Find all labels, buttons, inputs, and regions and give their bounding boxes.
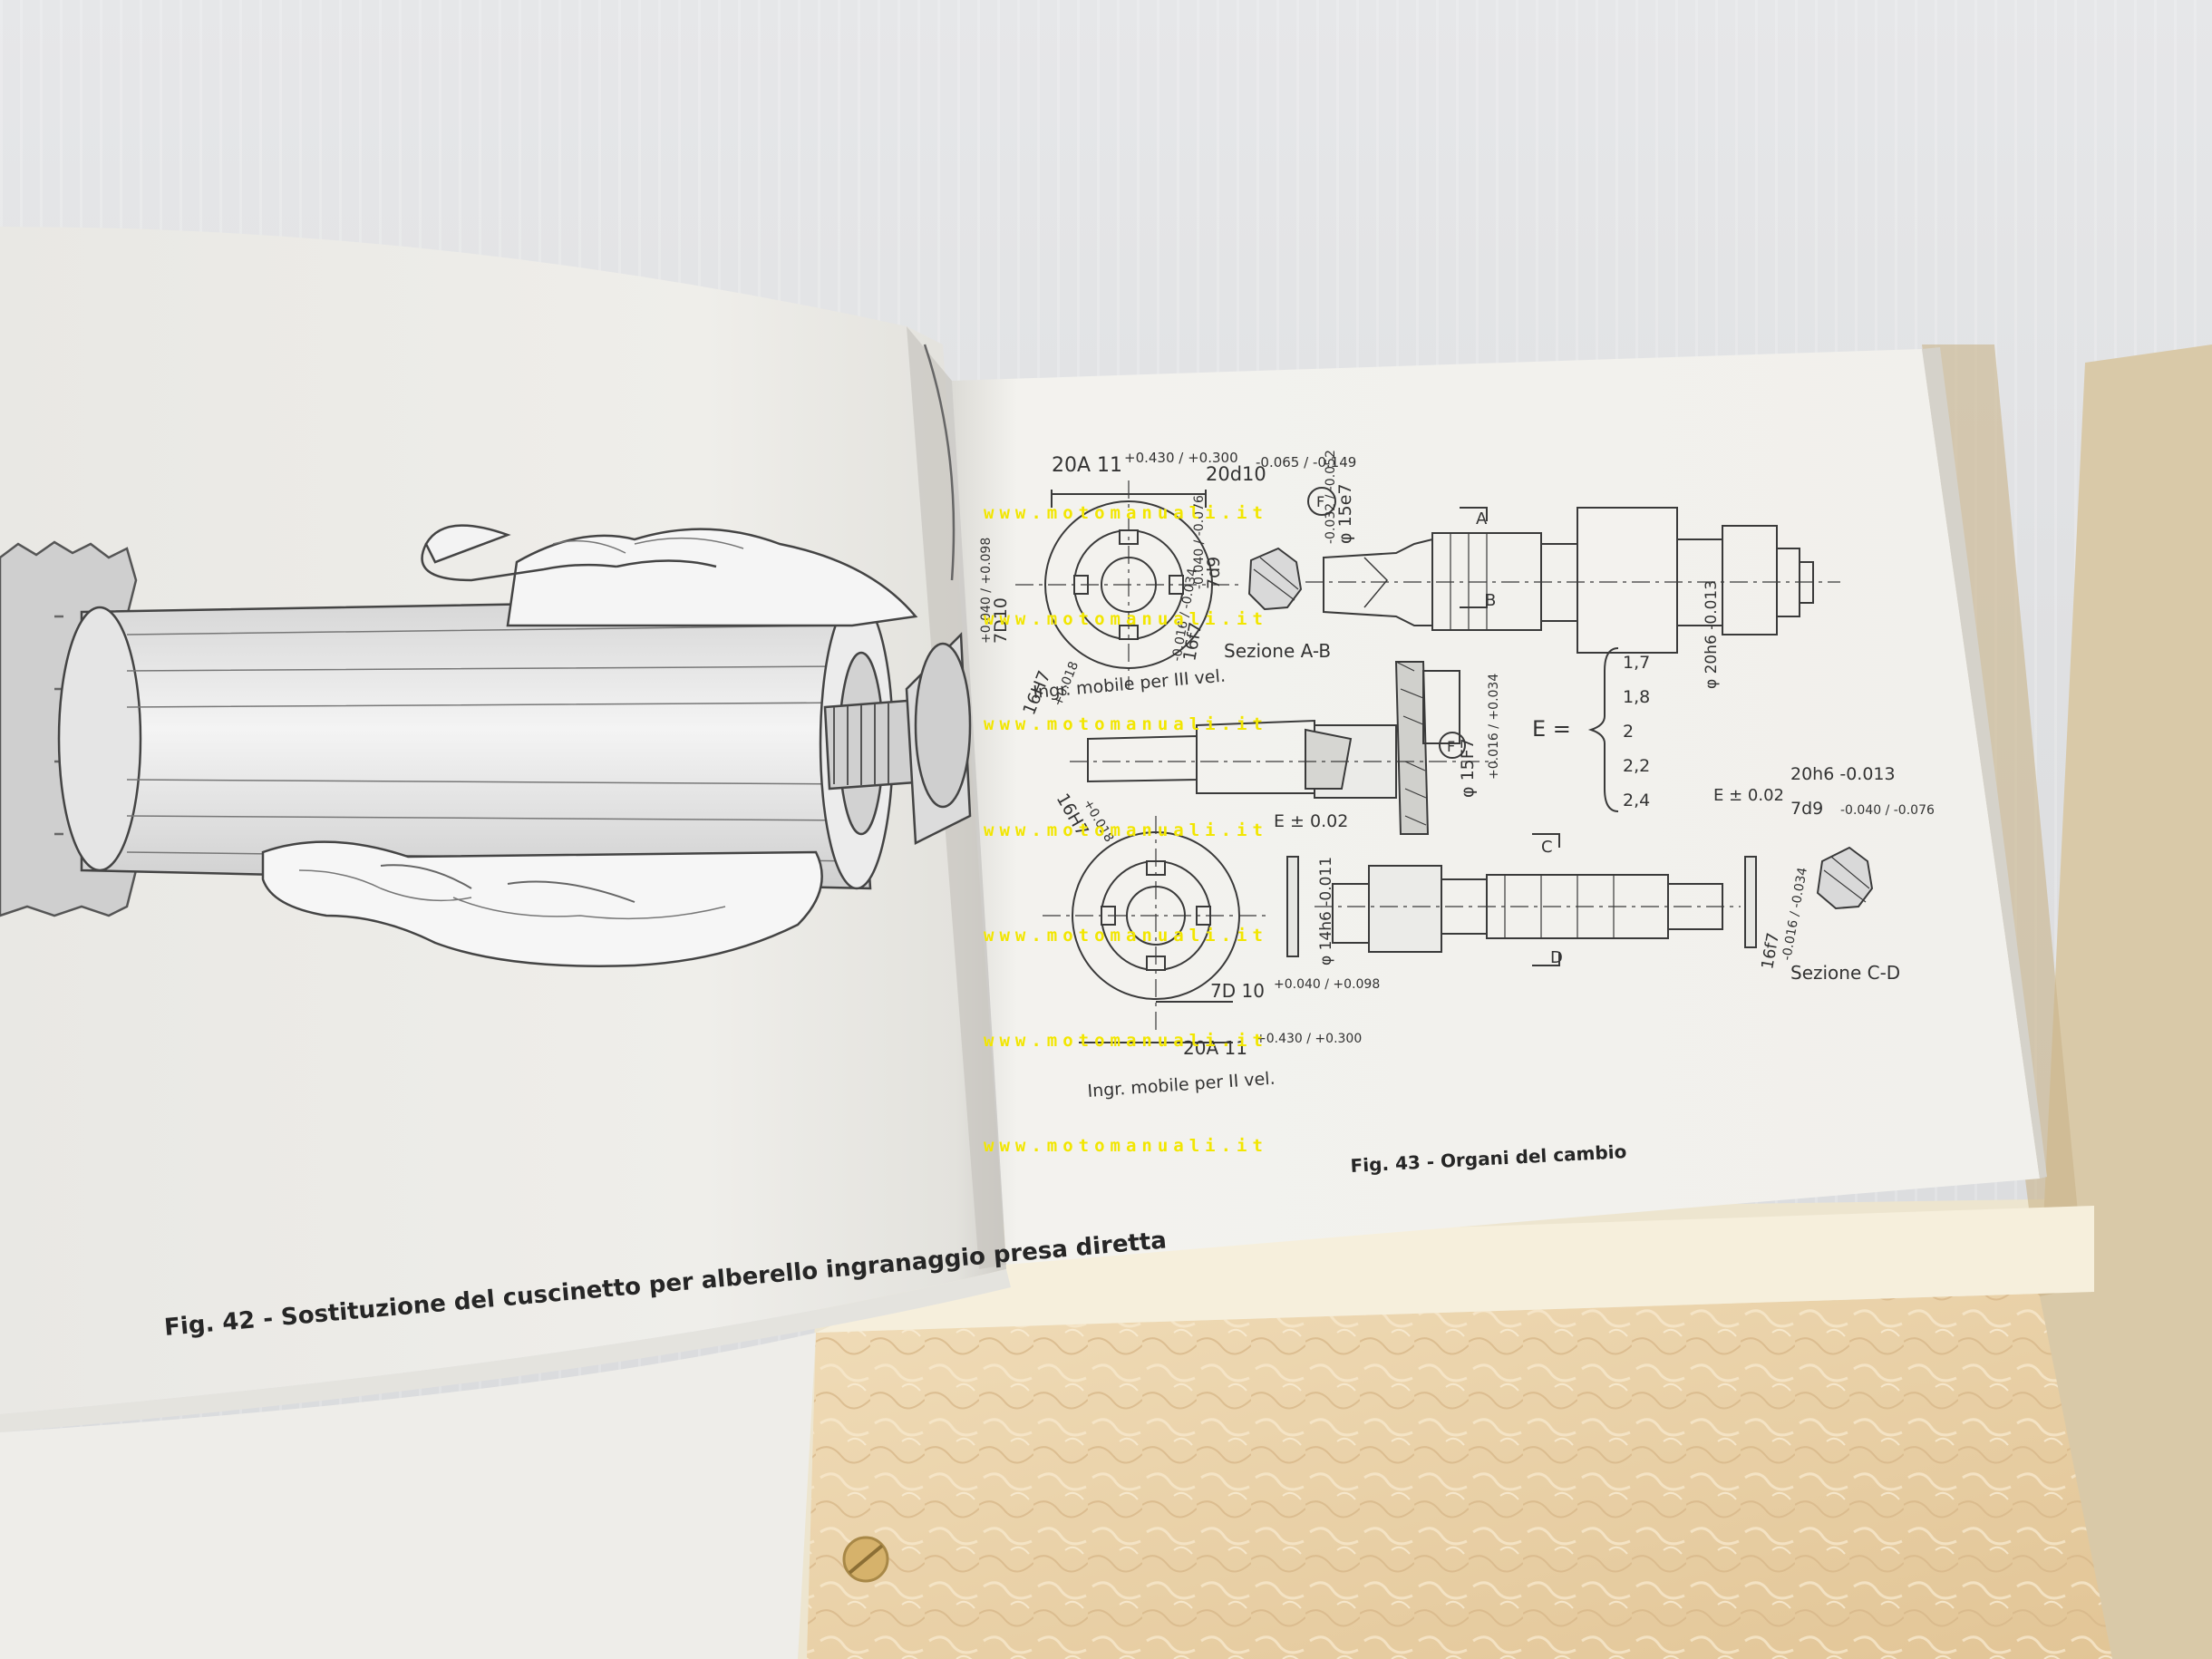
label-15F7-tol: +0.016 / +0.034 xyxy=(1487,674,1501,780)
label-arrow-f-top: F xyxy=(1316,493,1324,510)
upper-shaft xyxy=(1305,507,1840,654)
label-15e7: φ 15e7 xyxy=(1335,483,1355,544)
washer-left xyxy=(1286,856,1299,957)
label-20h6-top: φ 20h6 -0.013 xyxy=(1703,580,1721,689)
label-E-value-2: 1,8 xyxy=(1623,687,1650,707)
label-20d10-tol: -0.065 / -0.149 xyxy=(1256,454,1356,471)
label-20A11-bottom-tol: +0.430 / +0.300 xyxy=(1256,1032,1362,1046)
label-20A11-top-tol: +0.430 / +0.300 xyxy=(1124,450,1238,466)
bearing-replacement-illustration xyxy=(0,344,972,967)
section-cd-shape xyxy=(1744,846,1874,948)
label-E-value-1: 1,7 xyxy=(1623,653,1650,673)
label-7D10-bottom: 7D 10 xyxy=(1210,980,1265,1002)
label-arrow-f-mid: F xyxy=(1447,738,1455,755)
label-section-cd: Sezione C-D xyxy=(1790,962,1900,984)
tube-tool xyxy=(57,597,954,890)
gear-iii-section xyxy=(1015,480,1242,689)
binder-cover xyxy=(798,344,2212,1659)
label-7d9-top-tol: -0.040 / -0.076 xyxy=(1192,495,1207,589)
label-15F7: φ 15F7 xyxy=(1458,738,1478,798)
label-20A11-top: 20A 11 xyxy=(1052,454,1122,477)
watermark-1: www.motomanuali.it xyxy=(984,503,1268,523)
label-15e7-tol: -0.032 / -0.052 xyxy=(1324,450,1338,544)
label-7d9-top: 7d9 xyxy=(1204,557,1224,589)
label-20A11-bottom: 20A 11 xyxy=(1183,1037,1247,1059)
section-ab-shape xyxy=(1247,547,1303,611)
binder-screw xyxy=(842,1536,889,1583)
watermark-6: www.motomanuali.it xyxy=(984,1031,1268,1051)
middle-shaft-with-gear xyxy=(1070,661,1496,835)
watermark-4: www.motomanuali.it xyxy=(984,820,1268,840)
lower-hand xyxy=(261,840,823,967)
label-arrow-b: B xyxy=(1485,591,1496,610)
label-arrow-c: C xyxy=(1541,838,1553,857)
label-7D10-left-tol: +0.040 / +0.098 xyxy=(979,538,994,644)
label-14h6: φ 14h6 -0.011 xyxy=(1317,857,1335,965)
label-7d9-right: 7d9 xyxy=(1790,799,1823,819)
label-E-value-3: 2 xyxy=(1623,722,1634,742)
label-E-value-4: 2,2 xyxy=(1623,756,1650,776)
watermark-2: www.motomanuali.it xyxy=(984,609,1268,629)
watermark-7: www.motomanuali.it xyxy=(984,1136,1268,1156)
label-7D10-bottom-tol: +0.040 / +0.098 xyxy=(1274,977,1380,992)
right-page xyxy=(952,347,2047,1265)
label-E-left: E ± 0.02 xyxy=(1274,811,1348,831)
watermark-5: www.motomanuali.it xyxy=(984,926,1268,946)
label-E-equals: E = xyxy=(1532,716,1571,742)
label-7d9-right-tol: -0.040 / -0.076 xyxy=(1840,803,1935,818)
label-20d10: 20d10 xyxy=(1206,463,1266,485)
label-arrow-d: D xyxy=(1550,948,1563,967)
label-arrow-a: A xyxy=(1476,509,1488,529)
label-7D10-left: 7D10 xyxy=(991,597,1011,644)
lower-shaft xyxy=(1315,865,1741,953)
label-20h6-right: 20h6 -0.013 xyxy=(1790,764,1896,784)
puller-body xyxy=(905,344,972,845)
e-value-brace xyxy=(1587,647,1619,812)
gearbox-technical-drawing xyxy=(1015,480,1874,1043)
label-E-right: E ± 0.02 xyxy=(1713,786,1784,805)
watermark-3: www.motomanuali.it xyxy=(984,714,1268,734)
label-E-value-5: 2,4 xyxy=(1623,791,1650,810)
gear-ii-section xyxy=(1043,816,1269,1043)
upper-hand xyxy=(421,524,918,627)
label-section-ab: Sezione A-B xyxy=(1224,640,1331,662)
